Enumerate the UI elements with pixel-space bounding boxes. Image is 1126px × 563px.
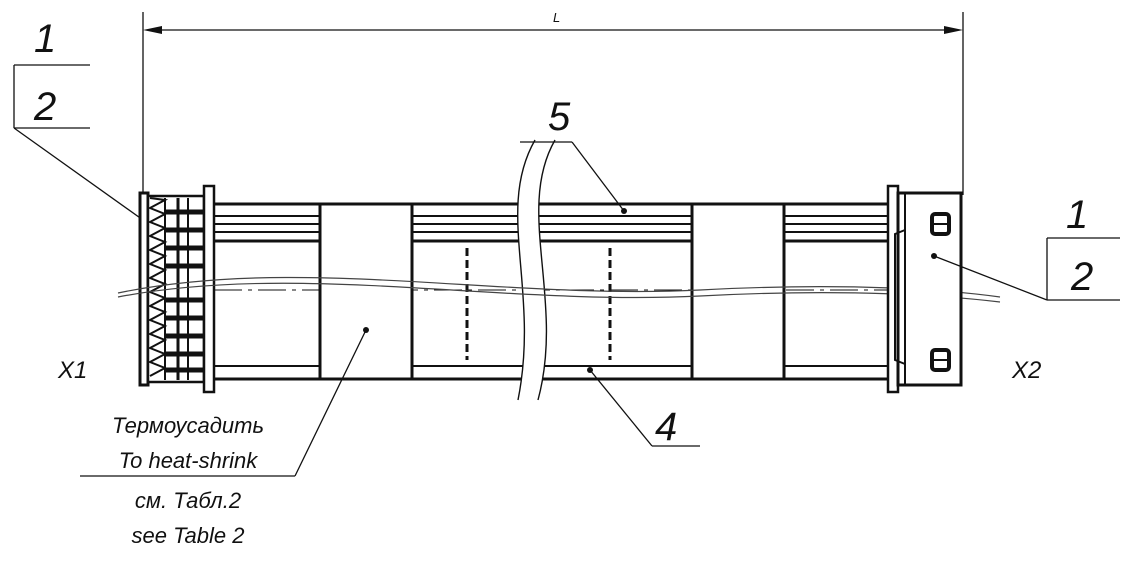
connector-right-label: X2 xyxy=(1011,357,1041,384)
callout-left: 1 2 xyxy=(13,17,151,226)
heat-shrink-sleeve-right xyxy=(690,202,786,381)
callout-right: 1 2 xyxy=(933,193,1120,301)
dimension-L: L xyxy=(142,10,964,195)
dimension-label: L xyxy=(553,10,560,25)
callout-5-label: 5 xyxy=(548,95,571,139)
note-line-2: To heat-shrink xyxy=(119,448,259,473)
callout-5: 5 xyxy=(520,95,627,214)
connector-x1: X1 xyxy=(57,184,216,394)
callout-4-label: 4 xyxy=(655,405,677,449)
callout-right-bottom: 2 xyxy=(1070,255,1093,299)
callout-4: 4 xyxy=(587,367,700,449)
connector-left-label: X1 xyxy=(57,357,87,384)
note-line-3: см. Табл.2 xyxy=(135,488,241,513)
callout-right-top: 1 xyxy=(1066,193,1088,237)
callout-left-bottom: 2 xyxy=(33,85,56,129)
wire-bundle xyxy=(214,202,895,381)
note-line-1: Термоусадить xyxy=(112,413,264,438)
note-line-4: see Table 2 xyxy=(132,523,245,548)
wire-separators xyxy=(465,248,612,360)
heat-shrink-sleeve-left xyxy=(318,202,414,381)
heat-shrink-note: Термоусадить To heat-shrink см. Табл.2 s… xyxy=(80,329,367,548)
break-mark xyxy=(517,139,556,401)
connector-x2: X2 xyxy=(886,184,1041,394)
callout-left-top: 1 xyxy=(34,17,56,61)
